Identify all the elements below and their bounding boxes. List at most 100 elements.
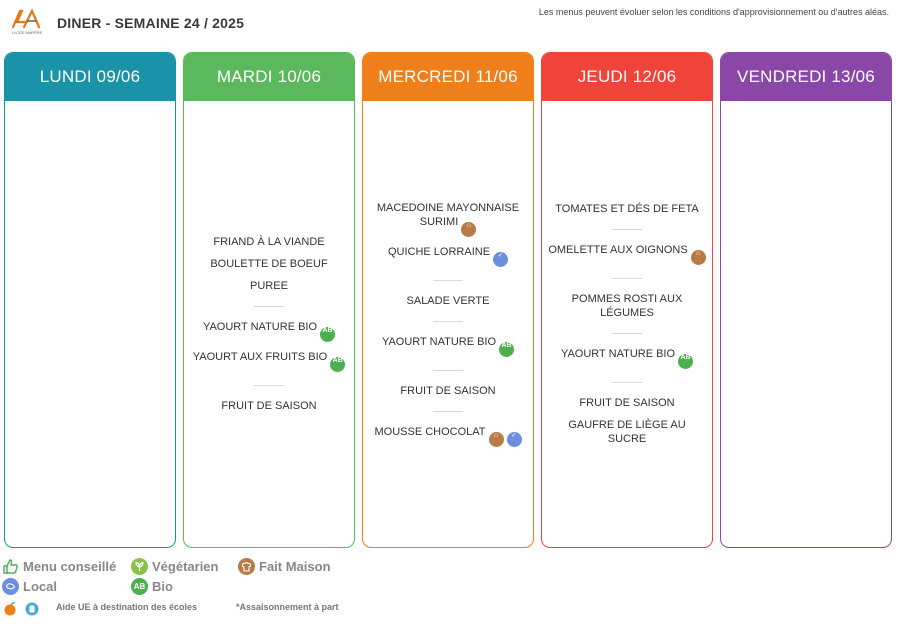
thumbs-up-icon — [2, 558, 19, 575]
logo-mark-icon — [11, 8, 41, 29]
legend-menu-conseille-label: Menu conseillé — [23, 559, 117, 574]
day-menu — [5, 101, 175, 547]
dish-item: QUICHE LORRAINE✓ — [387, 245, 509, 267]
milk-icon — [23, 600, 40, 617]
page-header: LYCÉE AMPÈRE DINER - SEMAINE 24 / 2025 L… — [0, 0, 900, 44]
dish-item: TOMATES ET DÉS DE FETA — [555, 202, 698, 216]
day-header: LUNDI 09/06 — [5, 53, 175, 101]
dish-name: YAOURT NATURE BIO — [202, 321, 318, 333]
dish-item: MOUSSE CHOCOLAT⌂✓ — [374, 425, 522, 447]
day-header: VENDREDI 13/06 — [721, 53, 891, 101]
legend-local-label: Local — [23, 579, 57, 594]
course-separator — [433, 321, 463, 322]
fruit-icon — [2, 600, 19, 617]
day-column-vendredi: VENDREDI 13/06 — [720, 52, 892, 548]
organic-ab-icon: AB — [678, 354, 694, 369]
dish-name: SALADE VERTE — [406, 295, 490, 307]
course-separator — [254, 306, 284, 307]
course-group: MACEDOINE MAYONNAISE SURIMI⌂ QUICHE LORRA… — [369, 197, 527, 271]
dish-item: FRUIT DE SAISON — [400, 384, 495, 398]
dish-item: GAUFRE DE LIÈGE AU SUCRE — [548, 418, 706, 446]
legend-menu-conseille: Menu conseillé — [2, 558, 116, 575]
dish-name: QUICHE LORRAINE — [387, 246, 491, 258]
chef-hat-icon — [238, 558, 255, 575]
chef-hat-icon: ⌂ — [690, 250, 706, 265]
legend-assaisonnement-note: *Assaisonnement à part — [236, 602, 339, 612]
dish-name: POMMES ROSTI AUX LÉGUMES — [571, 293, 683, 319]
legend-bio-label: Bio — [152, 579, 173, 594]
organic-ab-icon: AB — [320, 327, 336, 342]
legend-fait-maison-label: Fait Maison — [259, 559, 331, 574]
day-header: JEUDI 12/06 — [542, 53, 712, 101]
course-separator — [612, 333, 642, 334]
dish-item: FRUIT DE SAISON — [221, 399, 316, 413]
dish-item: OMELETTE AUX OIGNONS⌂ — [548, 243, 706, 265]
dish-name: OMELETTE AUX OIGNONS — [548, 244, 688, 256]
logo-caption: LYCÉE AMPÈRE — [11, 30, 43, 35]
course-group: TOMATES ET DÉS DE FETA — [555, 198, 698, 220]
course-separator — [612, 382, 642, 383]
organic-ab-icon: AB — [499, 342, 515, 357]
dish-item: FRUIT DE SAISON — [579, 396, 674, 410]
course-group: SALADE VERTE — [407, 290, 490, 312]
course-separator — [254, 385, 284, 386]
dish-name: BOULETTE DE BOEUF — [210, 258, 328, 270]
dish-name: FRUIT DE SAISON — [221, 400, 317, 412]
course-separator — [433, 411, 463, 412]
dish-name: FRIAND À LA VIANDE — [213, 236, 325, 248]
dish-item: SALADE VERTE — [407, 294, 490, 308]
dish-name: MACEDOINE MAYONNAISE SURIMI — [376, 202, 520, 228]
dish-name: PUREE — [250, 280, 288, 292]
organic-ab-icon: AB — [131, 578, 148, 595]
course-group: OMELETTE AUX OIGNONS⌂ — [548, 239, 706, 269]
day-menu: FRIAND À LA VIANDE BOULETTE DE BOEUF PUREE… — [184, 101, 354, 547]
legend-vegetarien: Végétarien — [131, 558, 218, 575]
dish-name: GAUFRE DE LIÈGE AU SUCRE — [568, 419, 686, 445]
legend-vegetarien-label: Végétarien — [152, 559, 219, 574]
course-group: FRUIT DE SAISON GAUFRE DE LIÈGE AU SUCRE — [548, 392, 706, 450]
dish-name: MOUSSE CHOCOLAT — [374, 426, 486, 438]
legend: Menu conseillé Végétarien Fait Maison Lo… — [0, 556, 900, 632]
school-logo: LYCÉE AMPÈRE — [10, 8, 44, 38]
dish-item: PUREE — [250, 279, 288, 293]
dish-name: FRUIT DE SAISON — [400, 385, 496, 397]
day-menu: MACEDOINE MAYONNAISE SURIMI⌂QUICHE LORRA… — [363, 101, 533, 547]
dish-name: TOMATES ET DÉS DE FETA — [555, 203, 699, 215]
day-header: MARDI 10/06 — [184, 53, 354, 101]
chef-hat-icon: ⌂ — [488, 432, 504, 447]
course-group: FRUIT DE SAISON — [221, 395, 316, 417]
dish-item: MACEDOINE MAYONNAISE SURIMI⌂ — [369, 201, 527, 237]
course-group: FRIAND À LA VIANDE BOULETTE DE BOEUF PUREE — [210, 231, 327, 297]
map-pin-icon — [2, 578, 19, 595]
page-title: DINER - SEMAINE 24 / 2025 — [57, 15, 245, 31]
organic-ab-icon: AB — [330, 357, 346, 372]
day-menu: TOMATES ET DÉS DE FETA OMELETTE AUX OIGNO… — [542, 101, 712, 547]
dish-item: FRIAND À LA VIANDE — [213, 235, 324, 249]
leaf-icon — [131, 558, 148, 575]
map-pin-icon: ✓ — [506, 432, 522, 447]
dish-name: YAOURT NATURE BIO — [381, 336, 497, 348]
day-menu — [721, 101, 891, 547]
legend-local: Local — [2, 578, 57, 595]
day-column-lundi: LUNDI 09/06 — [4, 52, 176, 548]
dish-item: POMMES ROSTI AUX LÉGUMES — [548, 292, 706, 320]
course-separator — [612, 278, 642, 279]
legend-fait-maison: Fait Maison — [238, 558, 331, 575]
course-group: POMMES ROSTI AUX LÉGUMES — [548, 288, 706, 324]
course-separator — [433, 370, 463, 371]
course-separator — [612, 229, 642, 230]
dish-item: BOULETTE DE BOEUF — [210, 257, 327, 271]
chef-hat-icon: ⌂ — [461, 222, 477, 237]
map-pin-icon: ✓ — [493, 252, 509, 267]
legend-bio: AB Bio — [131, 578, 173, 595]
